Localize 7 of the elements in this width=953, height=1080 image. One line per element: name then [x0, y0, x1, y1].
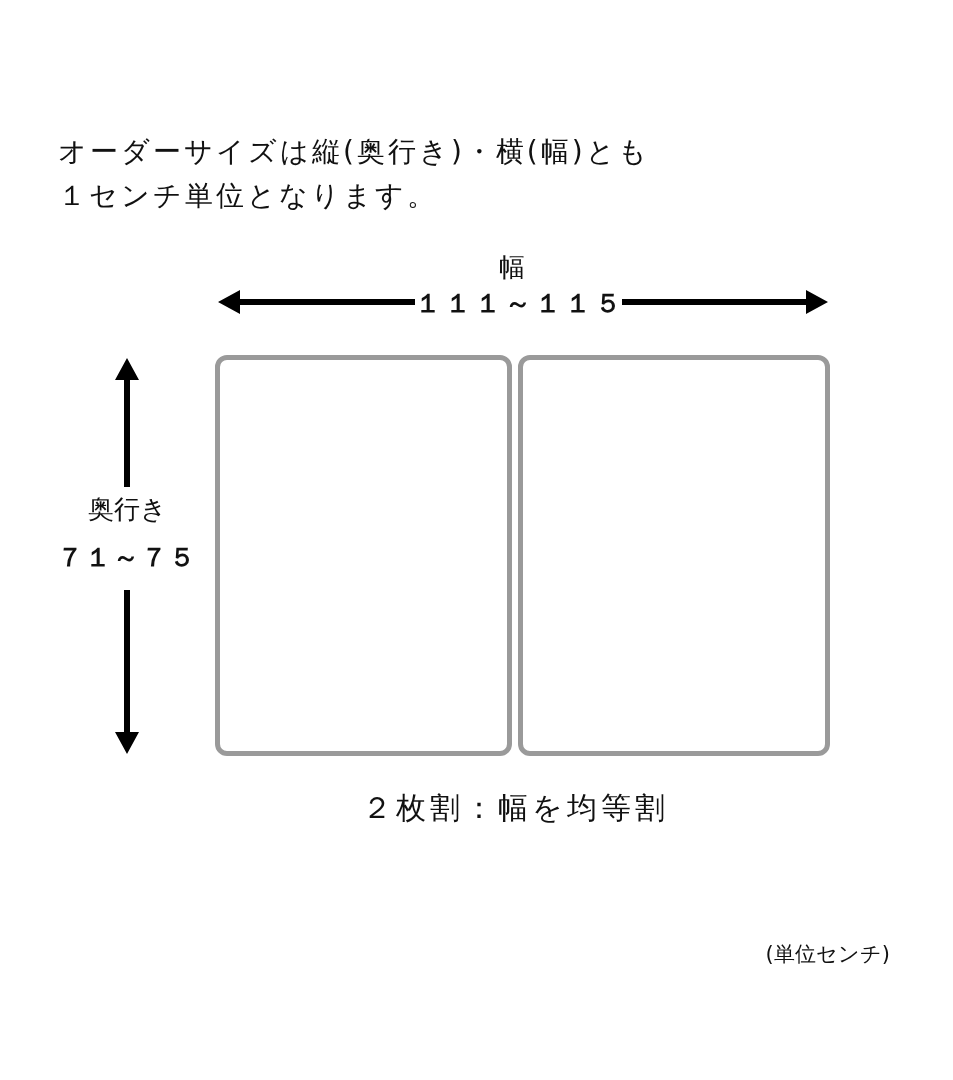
dimension-label: 幅: [498, 251, 526, 284]
panel-box: [518, 355, 830, 756]
heading-text: オーダーサイズは縦(奥行き)・横(幅)とも１センチ単位となります。: [58, 134, 651, 214]
panel-box: [215, 355, 512, 756]
dimension-label: 奥行き: [86, 493, 168, 526]
unit-note: (単位センチ): [764, 941, 890, 968]
caption-text: ２枚割：幅を均等割: [360, 789, 670, 827]
